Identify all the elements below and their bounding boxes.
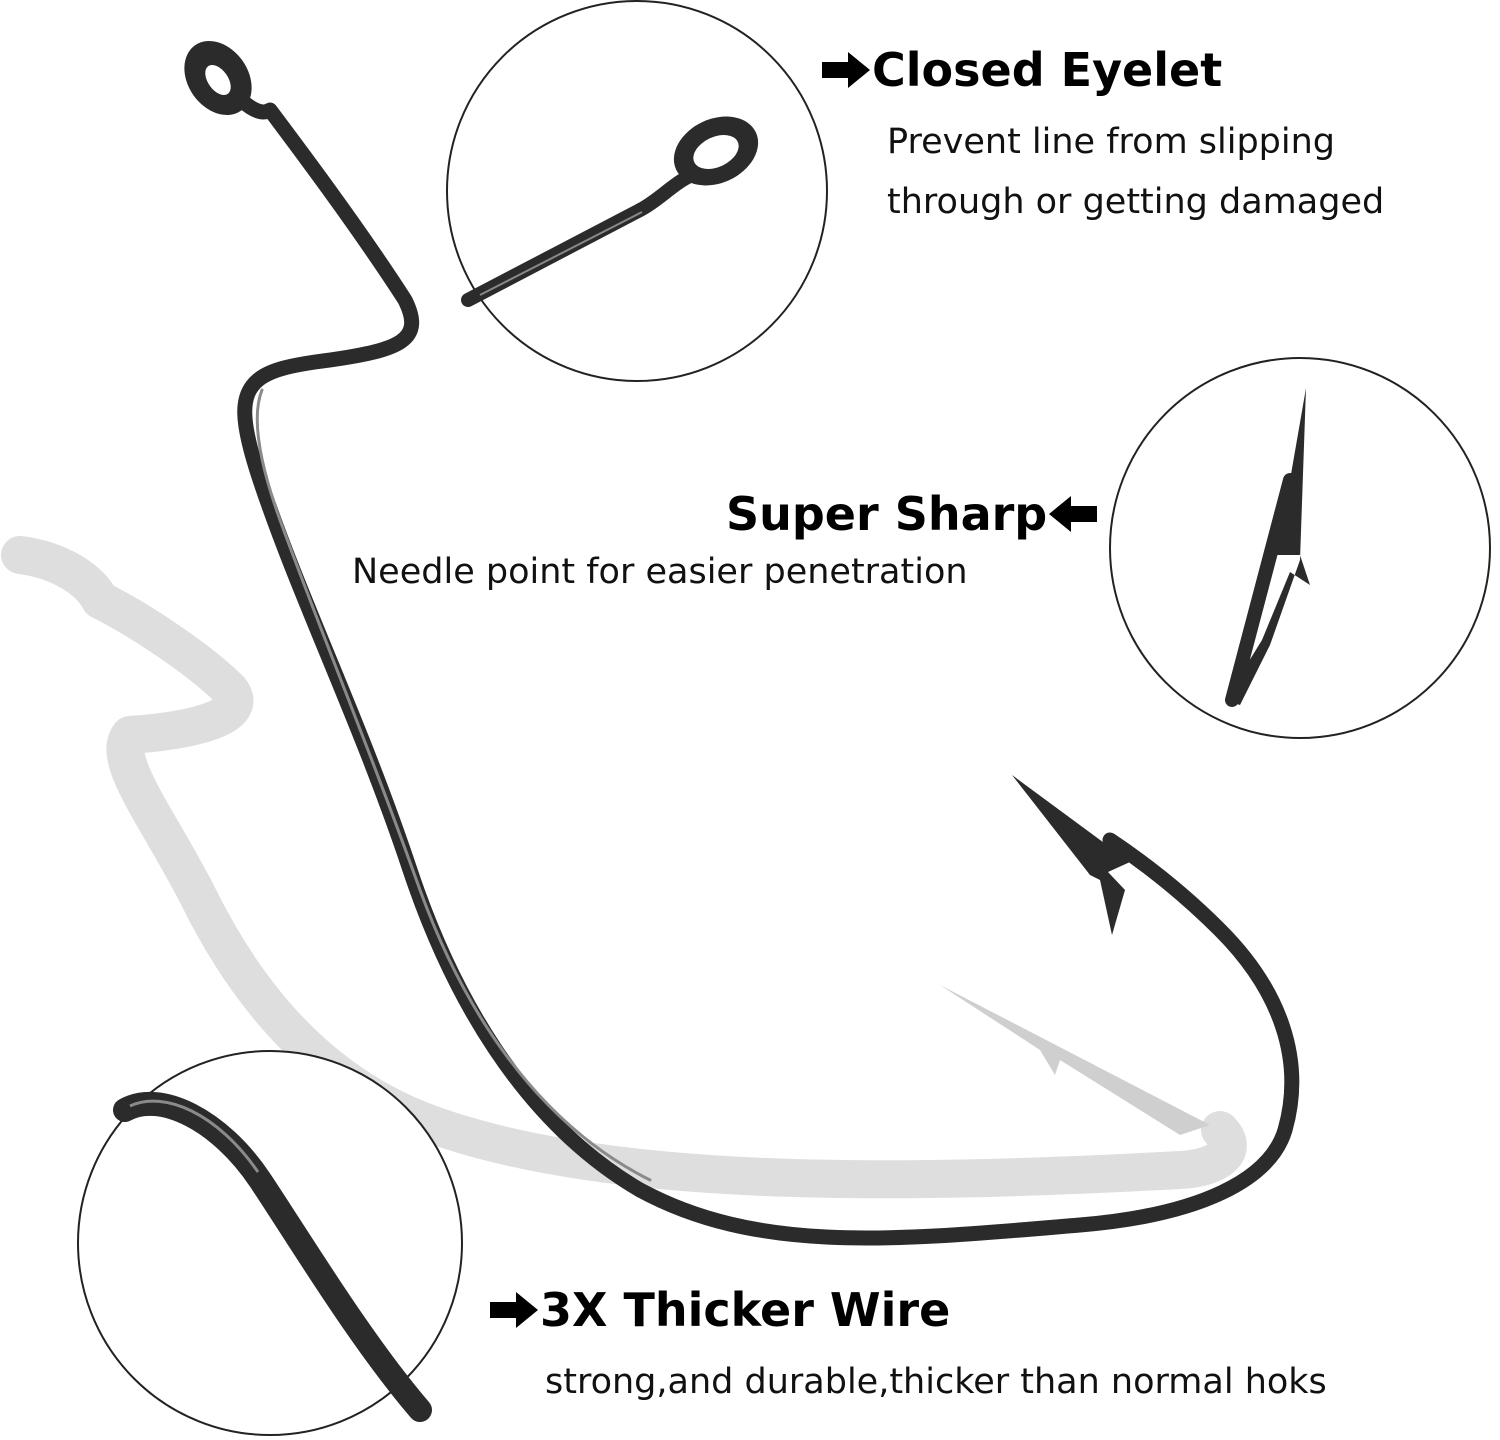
super-sharp-zoom-circle [1109, 357, 1491, 739]
closed-eyelet-title: Closed Eyelet [872, 43, 1223, 97]
arrow-left-icon [1049, 496, 1098, 532]
hook-wire-highlight [255, 388, 652, 1182]
thicker-wire-title: 3X Thicker Wire [540, 1283, 951, 1337]
closed-eyelet-description-line: Prevent line from slipping [887, 122, 1336, 162]
super-sharp-title: Super Sharp [726, 487, 1048, 541]
thicker-wire-description: strong,and durable,thicker than normal h… [545, 1352, 1327, 1412]
hook-point [1012, 775, 1130, 935]
offset-worm-hook [184, 40, 1300, 1246]
thicker-wire-zoom-circle [77, 1050, 463, 1436]
hook-shadow [1, 536, 1247, 1199]
super-sharp-heading: Super Sharp [726, 486, 1099, 542]
closed-eyelet-zoom-circle [446, 0, 828, 382]
hook-shadow-shank [1, 536, 1247, 1199]
super-sharp-description-line: Needle point for easier penetration [352, 552, 968, 592]
closed-eyelet-heading: Closed Eyelet [820, 42, 1222, 98]
super-sharp-description: Needle point for easier penetration [352, 542, 968, 602]
wire-zoom-segment [113, 1091, 432, 1422]
thicker-wire-description-line: strong,and durable,thicker than normal h… [545, 1362, 1327, 1402]
closed-eyelet-description-line: through or getting damaged [887, 182, 1385, 222]
hook-wire [202, 57, 1300, 1246]
hook-eyelet [184, 40, 252, 116]
thicker-wire-heading: 3X Thicker Wire [488, 1282, 950, 1338]
point-zoom-needle [1225, 388, 1310, 705]
closed-eyelet-description: Prevent line from slipping through or ge… [887, 112, 1384, 232]
hook-shadow-point [940, 985, 1210, 1135]
arrow-right-icon [490, 1292, 538, 1328]
arrow-right-icon [822, 52, 870, 88]
